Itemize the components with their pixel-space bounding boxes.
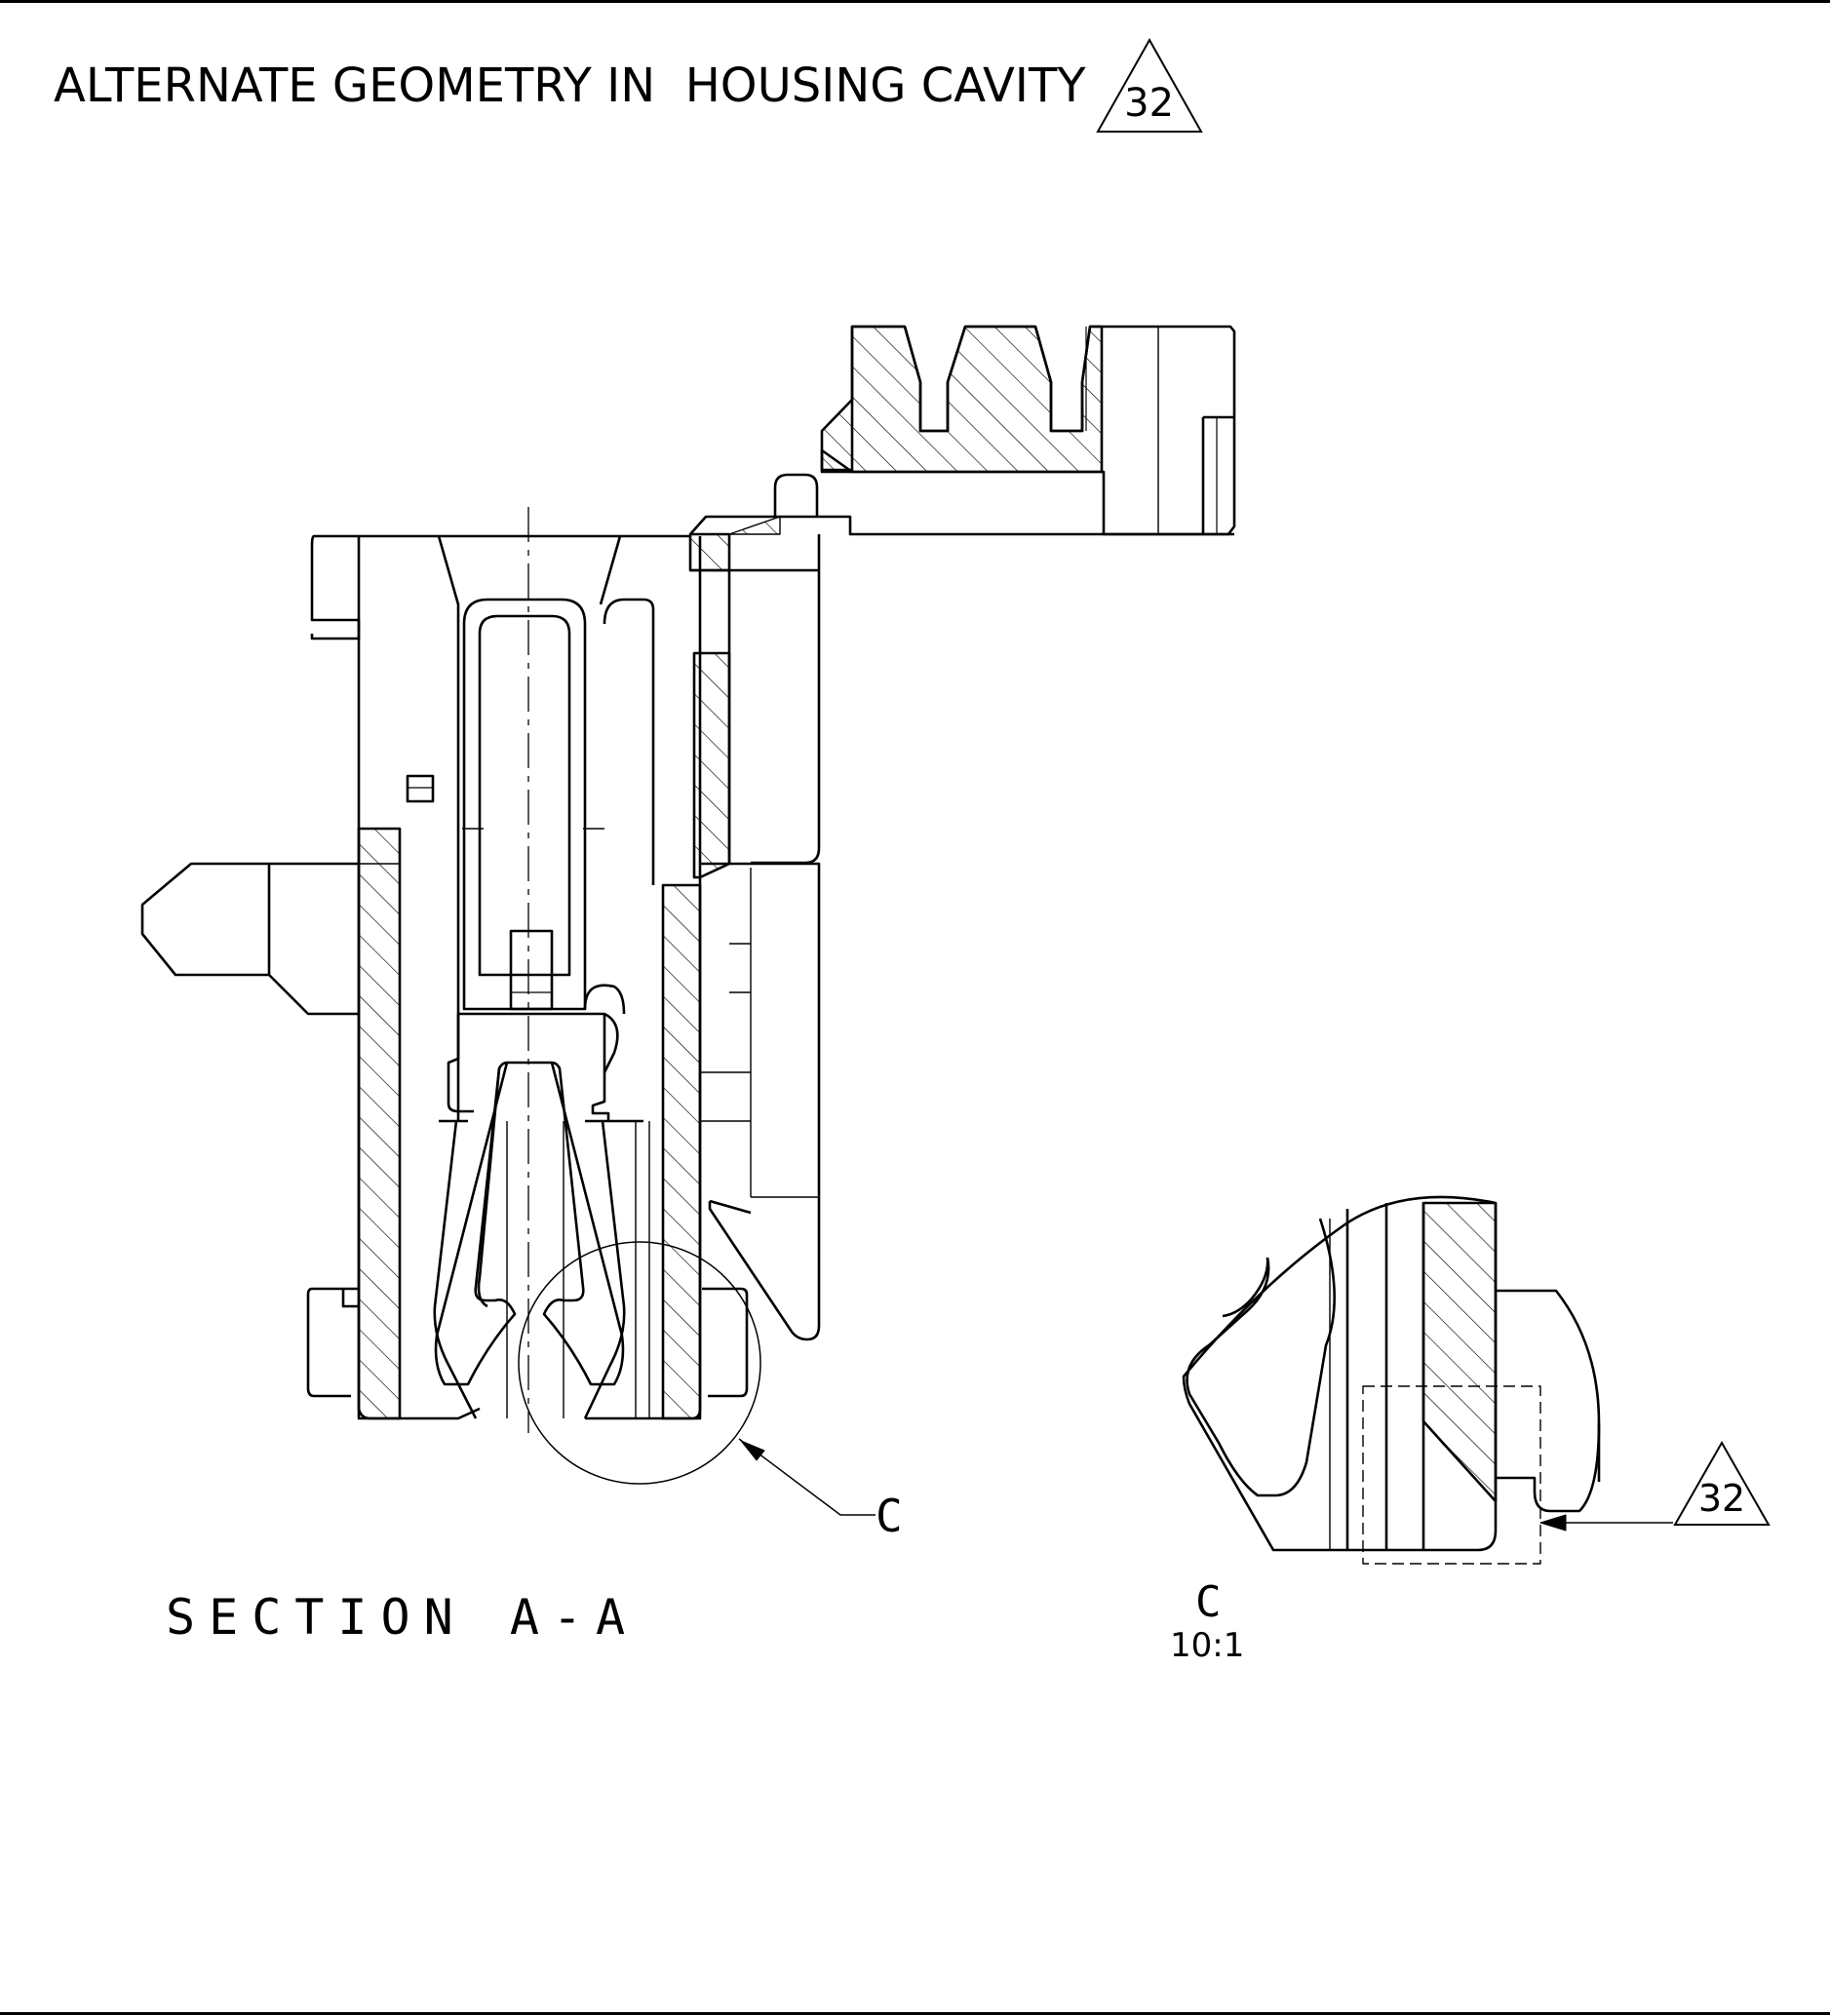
- detail-view-scale: 10:1: [1170, 1626, 1245, 1665]
- revision-number: 32: [1124, 81, 1175, 126]
- latch-arm: [688, 473, 1234, 865]
- title-text: ALTERNATE GEOMETRY IN HOUSING CAVITY: [54, 58, 1086, 113]
- right-step-block: [700, 862, 821, 1341]
- bottom-border-line: [0, 2012, 1830, 2015]
- contact-cavity: [406, 507, 655, 1433]
- right-wall: [661, 883, 702, 1420]
- drawing-title: ALTERNATE GEOMETRY IN HOUSING CAVITY 32: [54, 37, 1203, 135]
- terminal-contact: [433, 984, 650, 1419]
- detail-callout-label: C: [876, 1490, 903, 1542]
- revision-triangle: 32: [1095, 38, 1203, 134]
- detail-c-circle: [518, 1241, 761, 1485]
- section-label: SECTION A-A: [166, 1589, 640, 1646]
- detail-revision-triangle: 32: [1673, 1440, 1771, 1527]
- latch-body: [820, 325, 1236, 536]
- detail-leader: [738, 1438, 876, 1516]
- left-wall: [357, 827, 402, 1420]
- detail-revision-number: 32: [1697, 1477, 1746, 1520]
- housing-outline: [140, 534, 749, 1420]
- detail-view-label: C: [1195, 1577, 1222, 1627]
- top-border-line: [0, 0, 1830, 3]
- detail-c-view: [1182, 1195, 1673, 1565]
